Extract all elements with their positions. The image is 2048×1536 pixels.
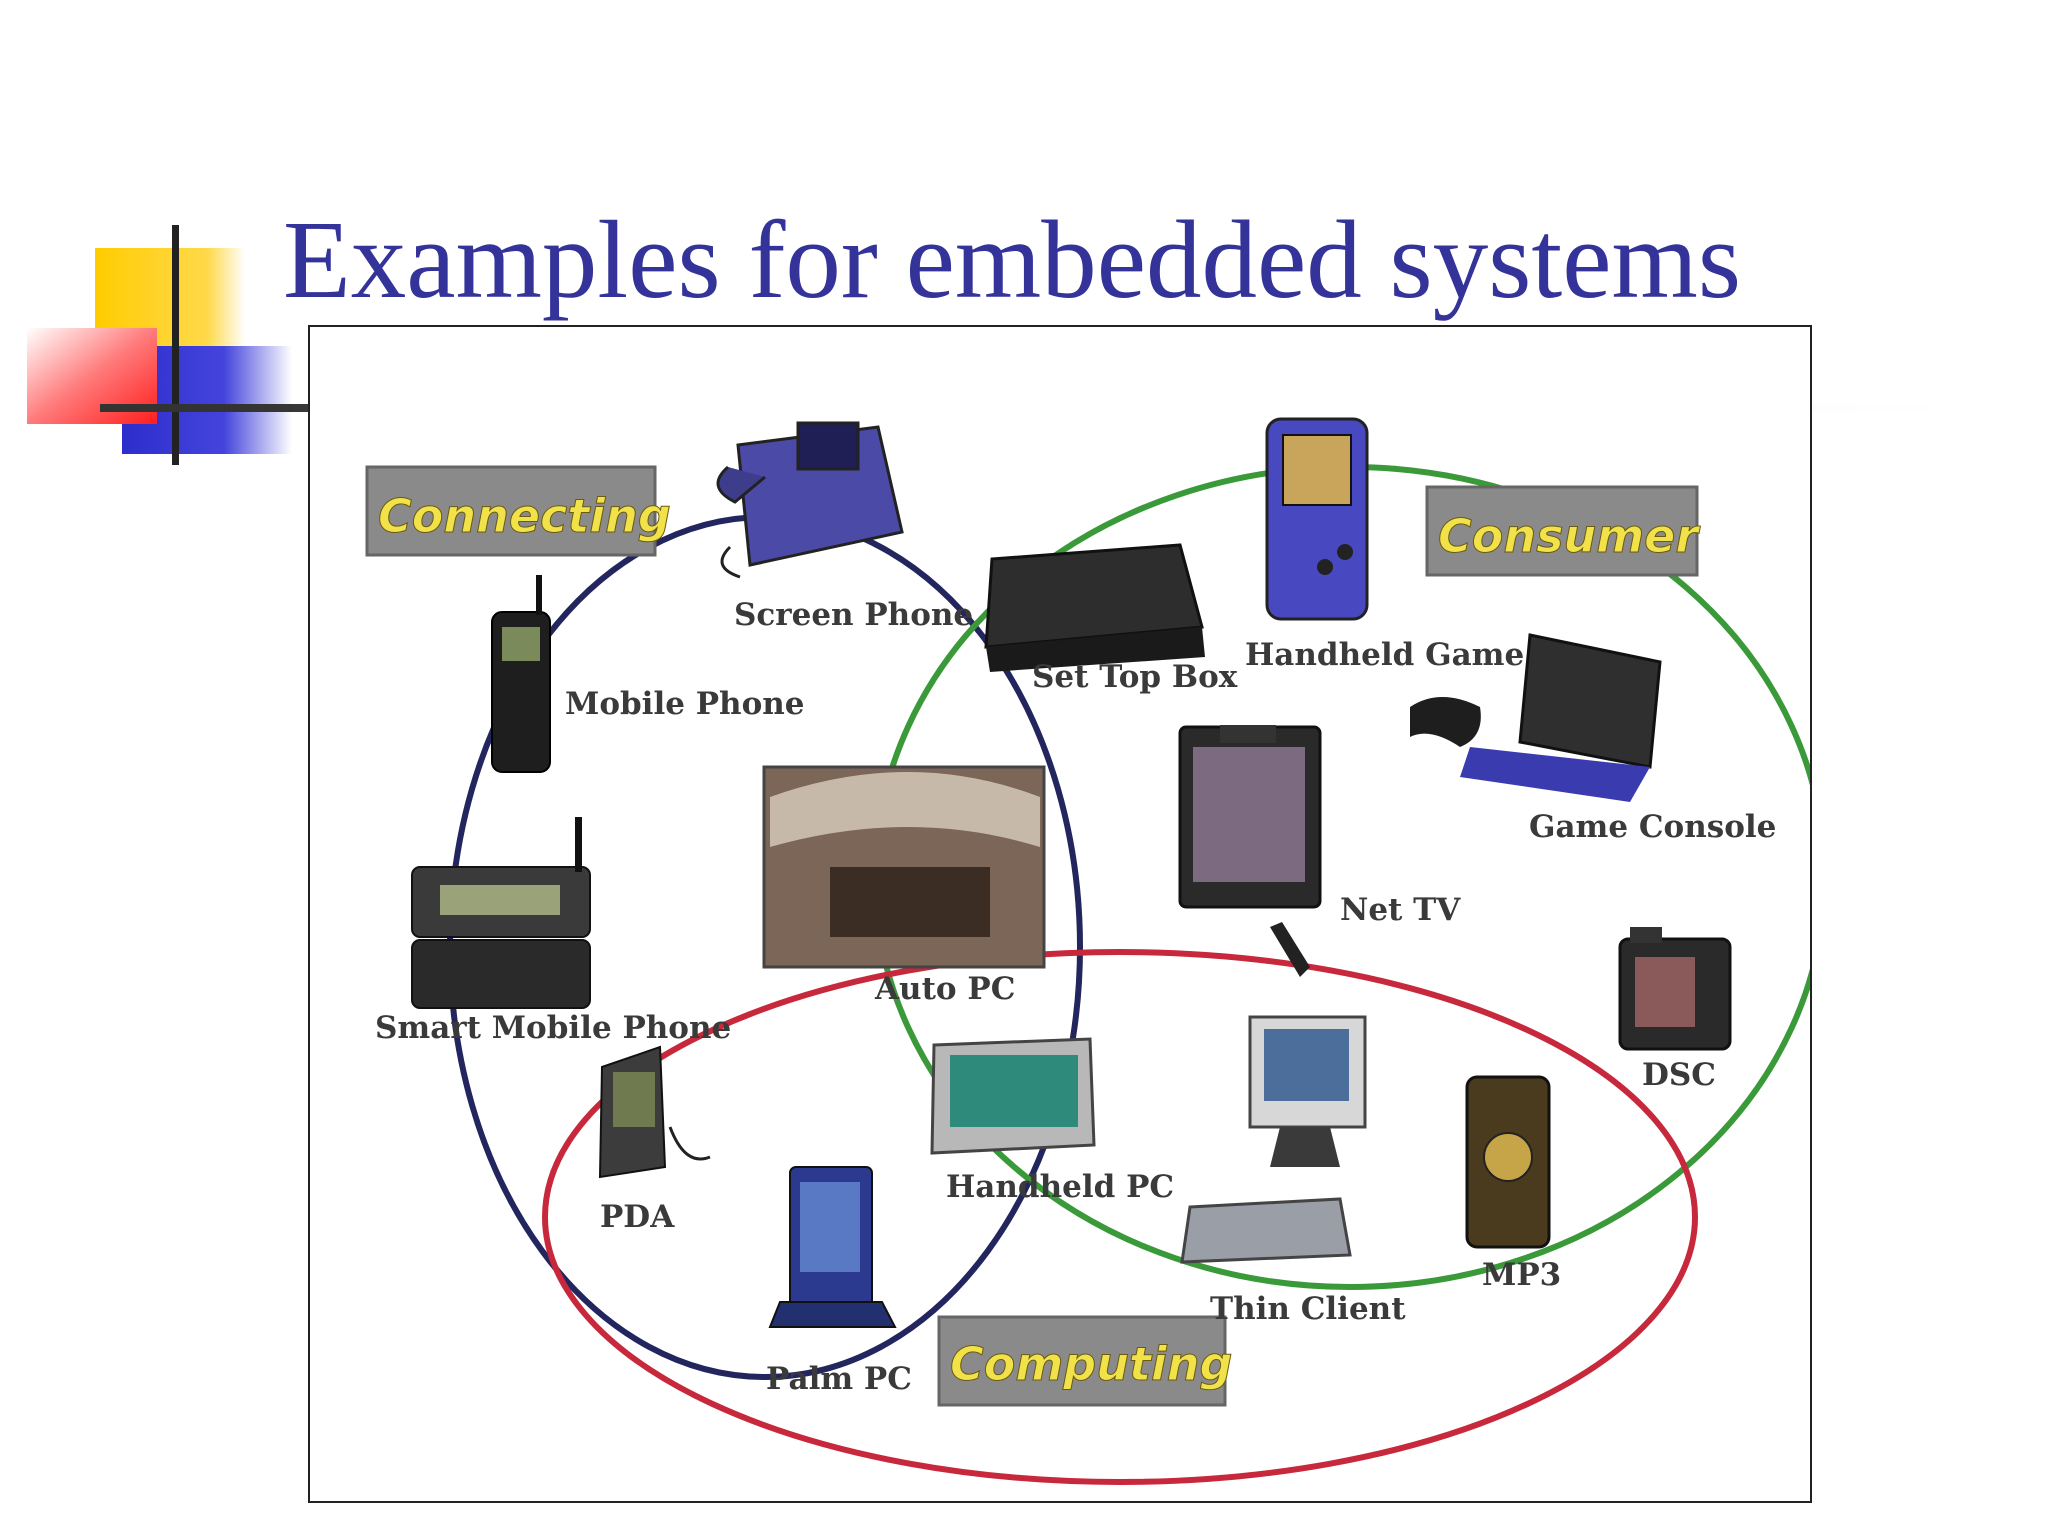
embedded-systems-diagram: Connecting Consumer Computing Screen Pho… [308, 325, 1812, 1503]
handheld-pc-label: Handheld PC [946, 1169, 1174, 1205]
smart-mobile-phone-icon [411, 817, 591, 1009]
auto-pc-icon [762, 765, 1046, 969]
diagram-canvas: Connecting Consumer Computing Screen Pho… [365, 417, 1810, 1485]
set-top-box-label: Set Top Box [1032, 659, 1238, 695]
set-top-box-icon [984, 543, 1205, 672]
handheld-game-label: Handheld Game [1245, 637, 1524, 673]
pda-label: PDA [600, 1199, 675, 1235]
computing-badge: Computing [937, 1315, 1233, 1407]
handheld-pc-icon [930, 1037, 1096, 1155]
screen-phone-label: Screen Phone [734, 597, 973, 633]
dsc-label: DSC [1642, 1057, 1716, 1093]
thin-client-icon [1180, 1015, 1367, 1264]
consumer-badge: Consumer [1425, 485, 1702, 577]
game-console-label: Game Console [1529, 809, 1776, 845]
palm-pc-icon [768, 1166, 897, 1328]
mp3-player-icon [1465, 1075, 1551, 1249]
digital-camera-icon [1618, 927, 1732, 1051]
slide-title: Examples for embedded systems [283, 199, 1742, 322]
slide-logo [27, 225, 320, 465]
handheld-game-icon [1265, 417, 1369, 621]
consumer-label: Consumer [1438, 509, 1701, 563]
net-tv-icon [1178, 725, 1322, 977]
smart-mobile-phone-label: Smart Mobile Phone [375, 1010, 731, 1046]
computing-label: Computing [950, 1337, 1232, 1391]
pda-icon [598, 1045, 711, 1179]
net-tv-label: Net TV [1340, 892, 1461, 928]
connecting-badge: Connecting [365, 465, 671, 557]
connecting-label: Connecting [378, 489, 671, 543]
thin-client-label: Thin Client [1210, 1291, 1406, 1327]
screen-phone-icon [716, 421, 904, 579]
auto-pc-label: Auto PC [874, 971, 1015, 1007]
mobile-phone-icon [491, 575, 551, 773]
game-console-icon [1410, 633, 1662, 802]
palm-pc-label: Palm PC [766, 1361, 912, 1397]
logo-vertical-line [172, 225, 179, 465]
mp3-label: MP3 [1482, 1257, 1561, 1293]
mobile-phone-label: Mobile Phone [565, 686, 805, 722]
computing-ring [542, 949, 1698, 1485]
